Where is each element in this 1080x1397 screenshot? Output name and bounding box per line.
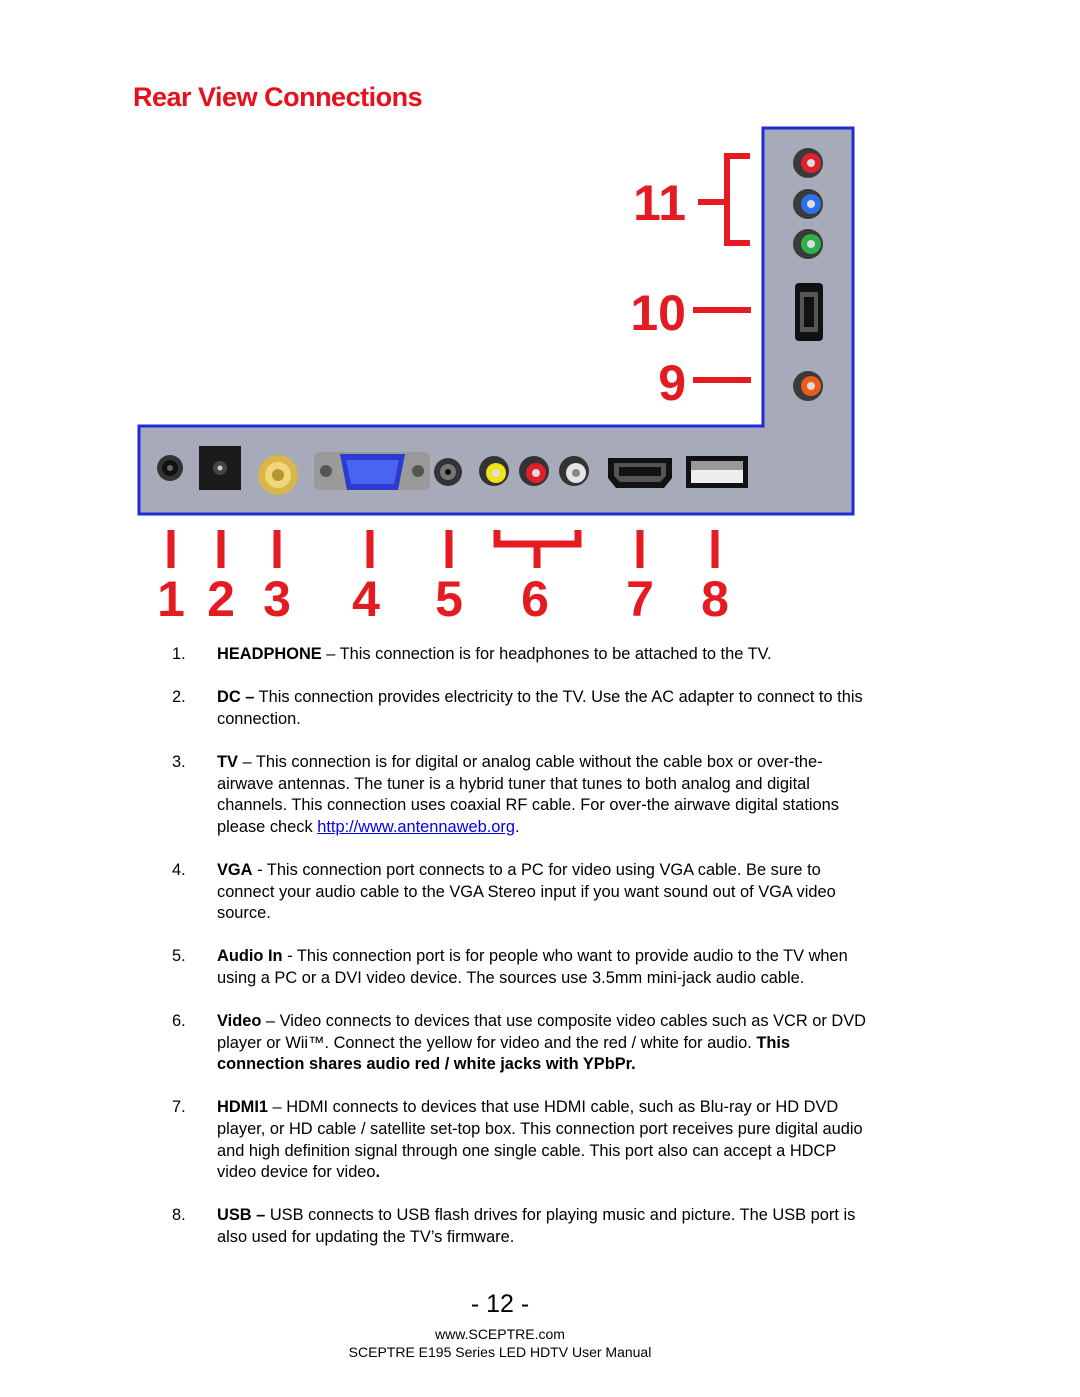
- list-item: 1.HEADPHONE – This connection is for hea…: [172, 645, 772, 663]
- connections-list: 1.HEADPHONE – This connection is for hea…: [172, 644, 872, 1270]
- coax-tv-jack-icon: [258, 455, 298, 495]
- headphone-jack-icon: [157, 455, 183, 481]
- callout-10: 10: [630, 285, 686, 341]
- callout-5: 5: [435, 571, 463, 627]
- hdmi1-port-icon: [608, 458, 672, 488]
- footer-site: www.SCEPTRE.com: [435, 1326, 565, 1342]
- page-footer: www.SCEPTRE.com SCEPTRE E195 Series LED …: [0, 1325, 1000, 1361]
- list-item: 5.Audio In - This connection port is for…: [172, 947, 848, 987]
- hdmi2-port-icon: [795, 283, 823, 341]
- video-yellow-jack-icon: [479, 456, 509, 486]
- footer-manual-title: SCEPTRE E195 Series LED HDTV User Manual: [348, 1344, 652, 1360]
- callout-11: 11: [633, 175, 686, 231]
- usb-port-icon: [686, 456, 748, 488]
- list-item: 2.DC – This connection provides electric…: [172, 688, 863, 728]
- audio-white-jack-icon: [559, 456, 589, 486]
- page-number: - 12 -: [470, 1290, 530, 1318]
- callout-8: 8: [701, 571, 729, 627]
- callout-9: 9: [658, 355, 686, 411]
- pb-blue-jack-icon: [793, 189, 823, 219]
- y-green-jack-icon: [793, 229, 823, 259]
- callout-7: 7: [626, 571, 654, 627]
- component-ypbpr-jacks: [793, 148, 823, 259]
- list-item: 6.Video – Video connects to devices that…: [172, 1012, 866, 1074]
- callout-6: 6: [521, 571, 549, 627]
- spdif-coaxial-jack-icon: [793, 371, 823, 401]
- list-item: 3.TV – This connection is for digital or…: [172, 752, 839, 836]
- callout-4: 4: [352, 571, 380, 627]
- callout-1: 1: [157, 571, 185, 627]
- callout-3: 3: [263, 571, 291, 627]
- list-item: 7.HDMI1 – HDMI connects to devices that …: [172, 1098, 863, 1182]
- antennaweb-link[interactable]: http://www.antennaweb.org: [317, 817, 515, 836]
- callout-2: 2: [207, 571, 235, 627]
- list-item: 8.USB – USB connects to USB flash drives…: [172, 1206, 856, 1247]
- pr-red-jack-icon: [793, 148, 823, 178]
- dc-jack-icon: [199, 446, 241, 490]
- audio-in-jack-icon: [434, 458, 462, 486]
- list-item: 4.VGA - This connection port connects to…: [172, 860, 836, 923]
- audio-red-jack-icon: [519, 456, 549, 486]
- vga-port-icon: [314, 452, 430, 490]
- rear-panel-diagram: 11 10 9 1 2 3 4 5: [137, 126, 855, 627]
- page-title: Rear View Connections: [133, 82, 423, 112]
